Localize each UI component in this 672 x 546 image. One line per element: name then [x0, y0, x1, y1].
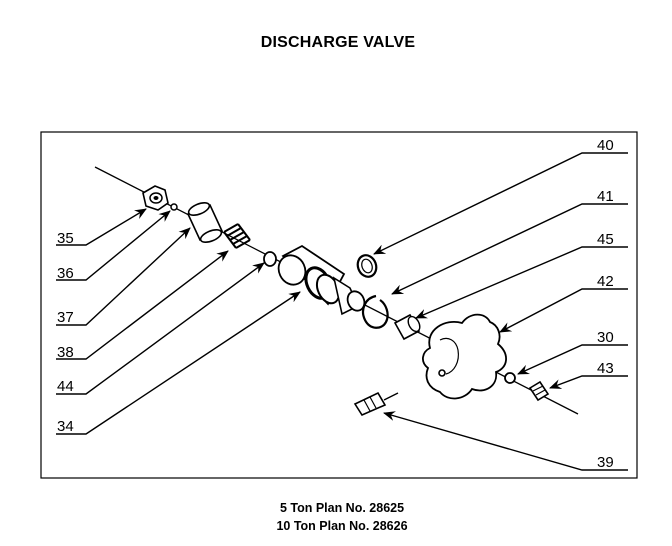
leader-42 [499, 288, 628, 333]
part-40-ring [356, 254, 378, 278]
leader-37 [56, 227, 191, 326]
callout-37: 37 [57, 309, 74, 326]
diagram-border [40, 131, 638, 479]
part-42-star-knob [422, 313, 507, 400]
leader-39 [383, 411, 628, 471]
plan-number-5-ton: 5 Ton Plan No. 28625 [279, 501, 405, 515]
part-39-screw [353, 391, 399, 417]
callout-38: 38 [57, 344, 74, 361]
part-43-set-screw [528, 380, 550, 402]
callout-40: 40 [597, 137, 614, 154]
leader-44 [56, 262, 265, 395]
part-44-o-ring [263, 251, 277, 267]
leader-30 [517, 344, 628, 375]
callout-43: 43 [597, 360, 614, 377]
leader-45 [415, 246, 628, 319]
part-38-spring [223, 223, 251, 249]
part-36-ball [170, 203, 178, 211]
callout-42: 42 [597, 273, 614, 290]
leader-41 [391, 203, 628, 295]
leader-36 [56, 210, 171, 281]
leader-35 [56, 208, 147, 246]
diagram-title: DISCHARGE VALVE [260, 34, 416, 51]
callout-30: 30 [597, 329, 614, 346]
part-35-nut [142, 185, 169, 211]
callout-labels: 35 36 37 38 44 34 40 41 45 42 30 43 39 [57, 137, 614, 471]
part-37-sleeve [186, 201, 224, 244]
leader-43 [549, 375, 628, 389]
part-45-pin [393, 313, 421, 341]
callout-45: 45 [597, 231, 614, 248]
leader-lines-left [56, 208, 301, 435]
callout-34: 34 [57, 418, 74, 435]
leader-34 [56, 291, 301, 435]
callout-41: 41 [597, 188, 614, 205]
part-34-valve-body [277, 244, 366, 316]
leader-38 [56, 250, 229, 360]
callout-36: 36 [57, 265, 74, 282]
part-41-snap-ring [361, 294, 389, 329]
plan-number-10-ton: 10 Ton Plan No. 28626 [276, 519, 408, 533]
part-30-washer [504, 372, 516, 384]
leader-40 [373, 152, 628, 255]
callout-39: 39 [597, 454, 614, 471]
leader-lines-right [373, 152, 628, 471]
callout-35: 35 [57, 230, 74, 247]
callout-44: 44 [57, 378, 74, 395]
